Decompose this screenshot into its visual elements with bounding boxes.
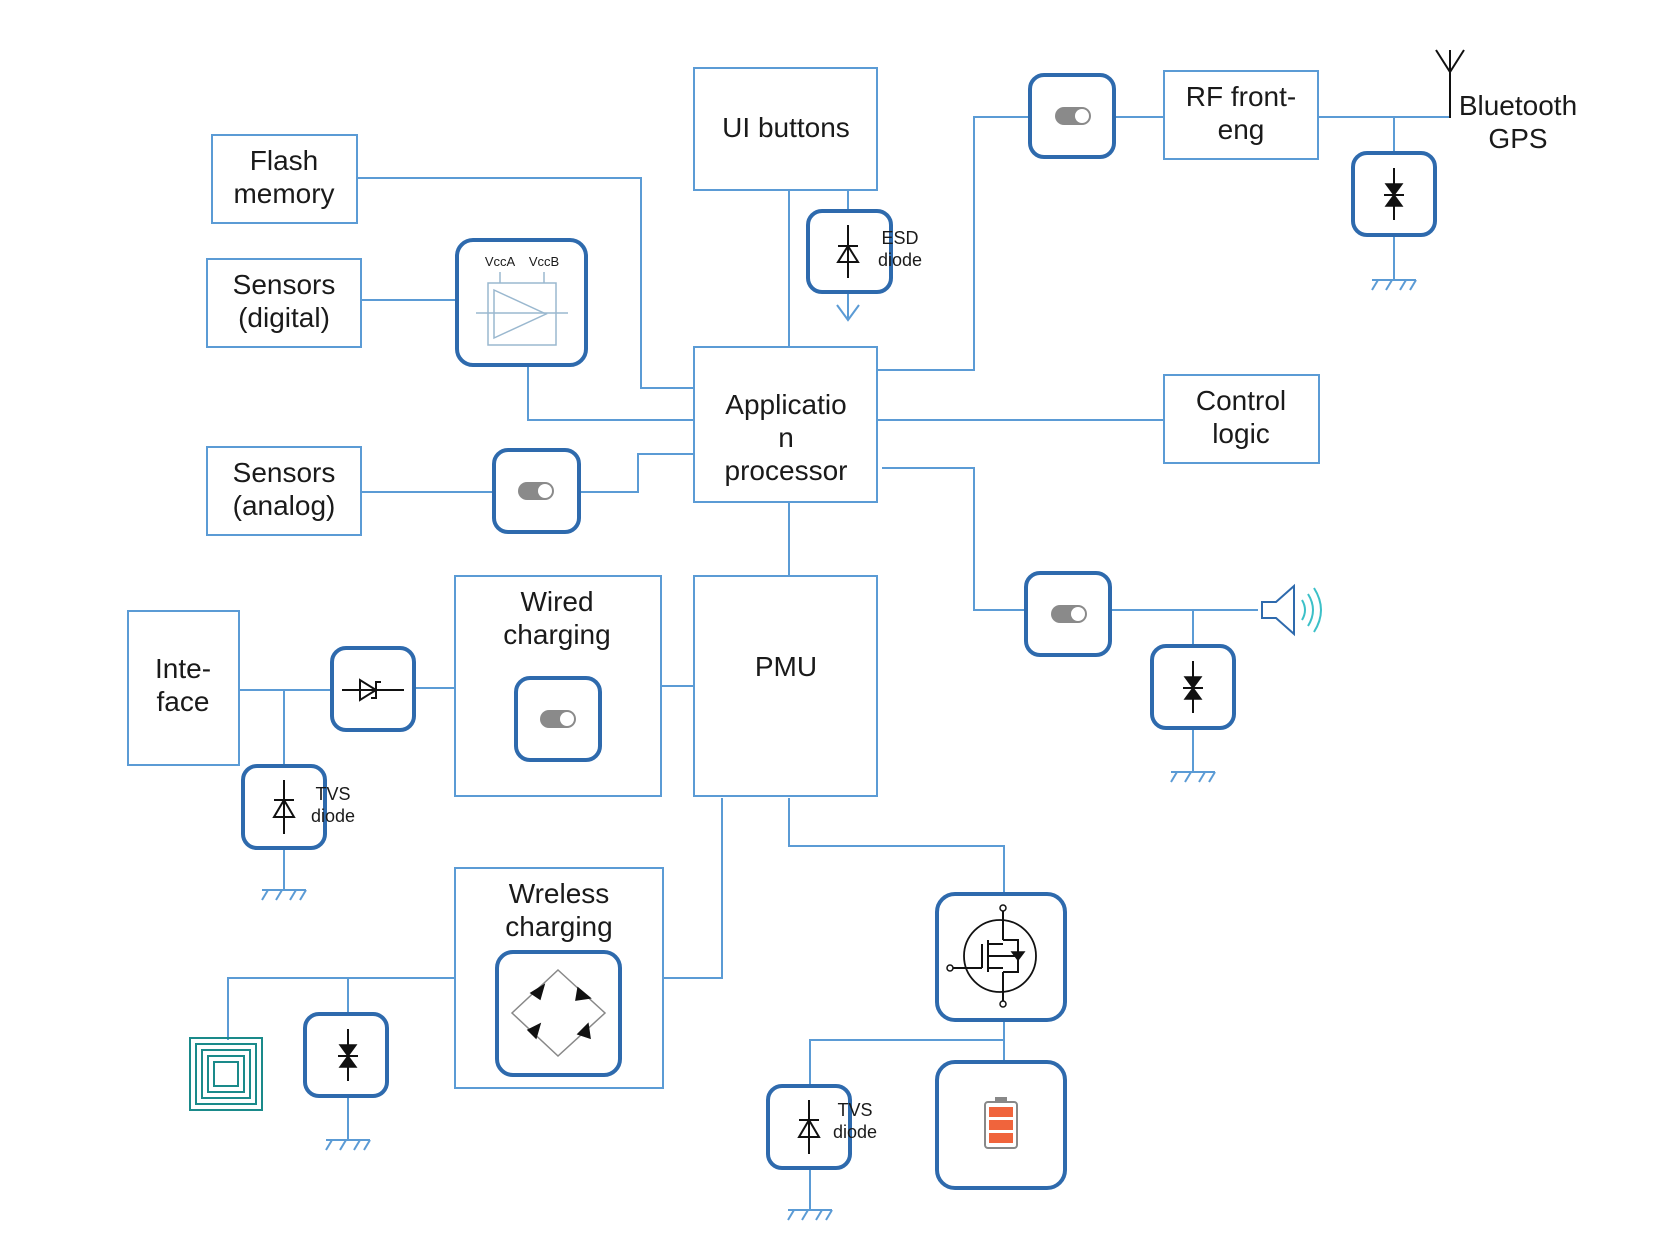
tvs-label-2: diode — [311, 806, 355, 826]
rf-front-end-block: RF front- eng — [1163, 70, 1319, 160]
block-label: n — [778, 422, 794, 453]
tvs-wireless — [303, 1012, 389, 1098]
block-label: Control — [1196, 385, 1286, 416]
ground-icon — [325, 1139, 371, 1151]
level-shifter: VccA VccB — [455, 238, 588, 367]
block-label: (analog) — [233, 490, 336, 521]
esd-label-2: diode — [878, 250, 922, 270]
wires — [227, 70, 1451, 1210]
sensors-analog-block: Sensors (analog) — [206, 446, 362, 536]
block-label: eng — [1218, 114, 1265, 145]
block-label: charging — [505, 911, 612, 942]
coil-icon — [189, 1037, 263, 1111]
tvs-diode-interface: TVS diode — [241, 764, 355, 850]
block-label: Applicatio — [725, 389, 846, 420]
battery — [935, 1060, 1067, 1190]
antenna-icon — [1435, 49, 1465, 118]
block-label: Sensors — [233, 457, 336, 488]
tvs-rf — [1351, 151, 1437, 237]
vcca-label: VccA — [485, 254, 516, 269]
speaker-icon — [1261, 583, 1322, 637]
switch-rf — [1028, 73, 1116, 159]
tvs-diode-battery: TVS diode — [766, 1084, 877, 1170]
battery-icon — [984, 1097, 1018, 1149]
interface-block: Inte- face — [127, 610, 240, 766]
block-label: Wired — [520, 586, 593, 617]
ui-buttons-block: UI buttons — [693, 67, 878, 191]
ground-icon — [1371, 279, 1417, 291]
mosfet — [935, 892, 1067, 1022]
bluetooth-label: Bluetooth — [1459, 90, 1577, 121]
mosfet-icon — [946, 904, 1026, 1008]
sensors-digital-block: Sensors (digital) — [206, 258, 362, 348]
block-label: Inte- — [155, 653, 211, 684]
block-label: PMU — [755, 651, 817, 682]
block-label: logic — [1212, 418, 1270, 449]
pmu-block: PMU — [693, 575, 878, 797]
switch-analog — [492, 448, 581, 534]
switch-wired-charging — [514, 676, 602, 762]
diode-icon — [797, 1118, 821, 1138]
vccb-label: VccB — [529, 254, 559, 269]
bidirectional-tvs-icon — [338, 1044, 358, 1058]
bidirectional-tvs-icon — [1384, 183, 1404, 197]
ground-icon — [787, 1209, 833, 1221]
block-label: face — [157, 686, 210, 717]
schottky-diode — [330, 646, 416, 732]
buffer-icon — [493, 288, 548, 340]
bidirectional-tvs-icon — [1183, 676, 1203, 690]
block-label: Sensors — [233, 269, 336, 300]
block-label: processor — [725, 455, 848, 486]
application-processor-block: Applicatio n processor — [693, 346, 878, 503]
control-logic-block: Control logic — [1163, 374, 1320, 464]
ground-icon — [261, 889, 307, 901]
block-label: UI buttons — [722, 112, 850, 143]
block-label: charging — [503, 619, 610, 650]
ground-icon — [1170, 771, 1216, 783]
tvs-label-2: diode — [833, 1122, 877, 1142]
block-label: RF front- — [1186, 81, 1296, 112]
esd-label-1: ESD — [881, 228, 918, 248]
block-label: (digital) — [238, 302, 330, 333]
gps-label: GPS — [1488, 123, 1547, 154]
diode-icon — [272, 798, 296, 818]
block-label: Wreless — [509, 878, 610, 909]
block-label: memory — [233, 178, 334, 209]
switch-speaker — [1024, 571, 1112, 657]
tvs-label-1: TVS — [315, 784, 350, 804]
bridge-rectifier — [495, 950, 622, 1077]
ground-symbols — [261, 279, 1417, 1221]
diode-icon — [359, 678, 378, 702]
tvs-speaker — [1150, 644, 1236, 730]
flash-memory-block: Flash memory — [211, 134, 358, 224]
tvs-label-1: TVS — [837, 1100, 872, 1120]
esd-diode: ESD diode — [806, 209, 922, 294]
diode-icon — [836, 244, 860, 263]
block-label: Flash — [250, 145, 318, 176]
